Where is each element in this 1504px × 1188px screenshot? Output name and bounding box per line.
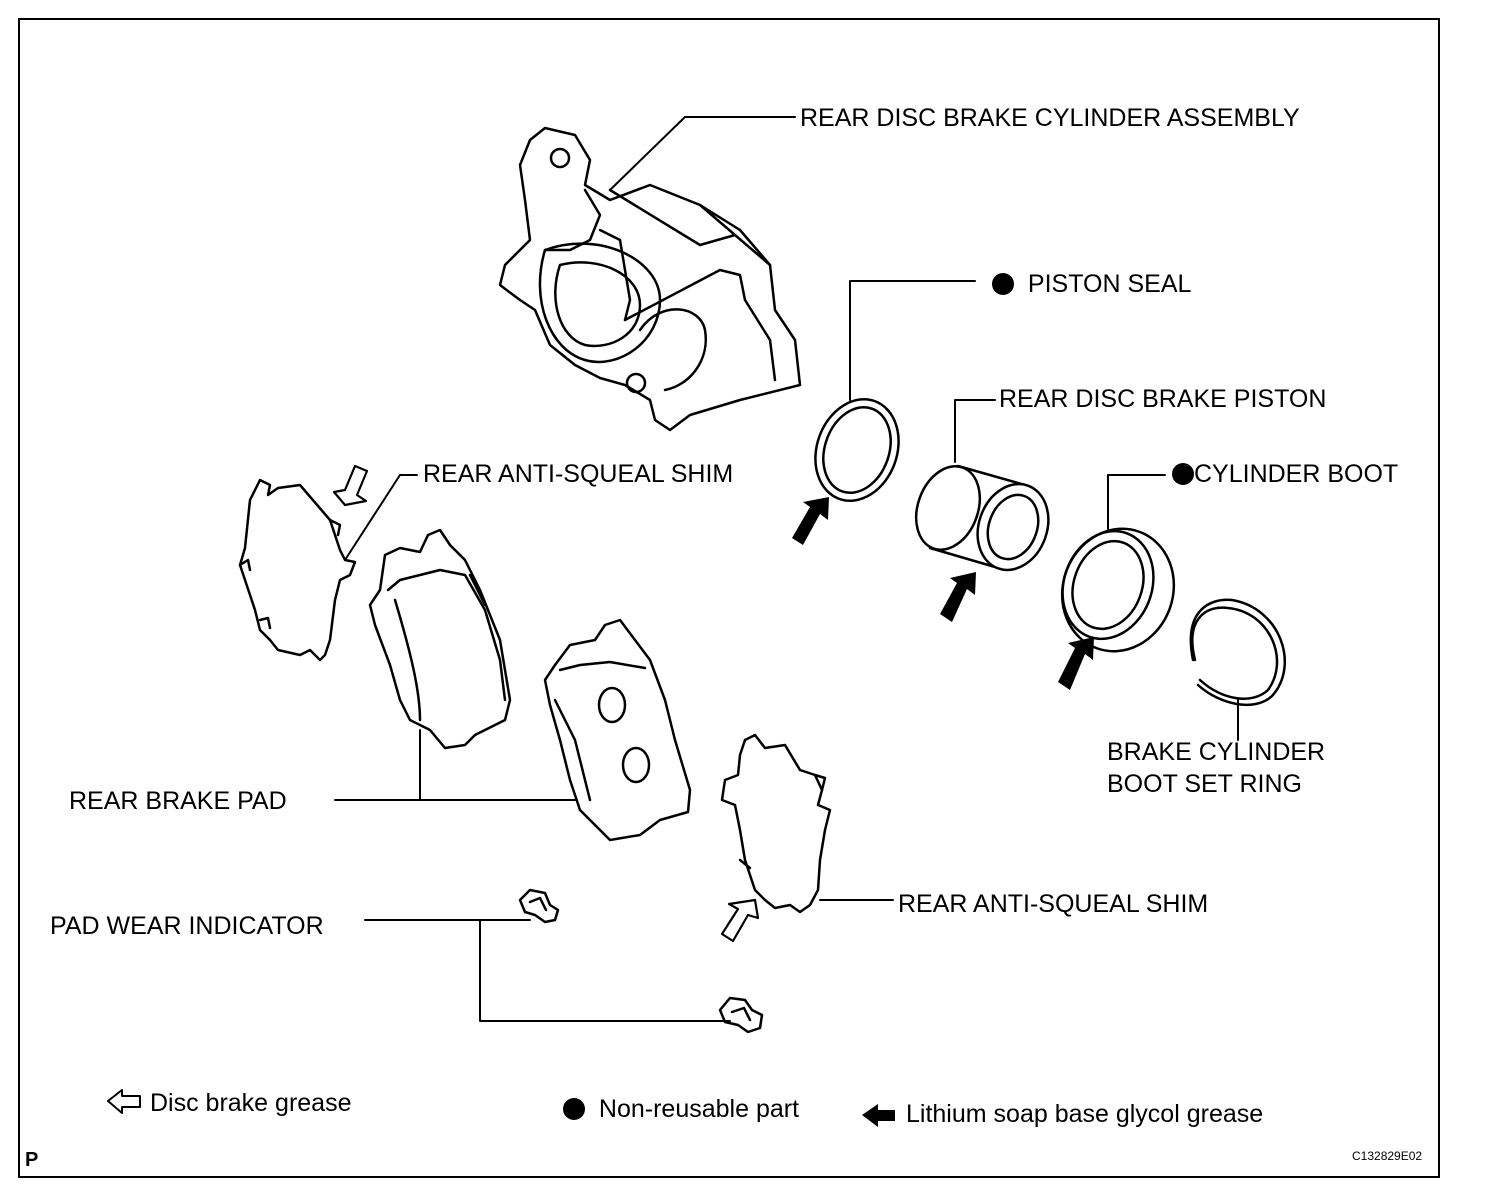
- shim-lower-label: REAR ANTI-SQUEAL SHIM: [898, 890, 1209, 918]
- non-reusable-dot-icon: [1172, 463, 1194, 485]
- leader-lines: [334, 116, 1239, 1022]
- disc-grease-arrow-lower: [720, 898, 760, 943]
- brake-pad-label: REAR BRAKE PAD: [69, 787, 287, 815]
- caliper-drawing: [498, 126, 802, 432]
- corner-mark: P: [25, 1149, 39, 1171]
- legend-non-reusable-label: Non-reusable part: [598, 1095, 800, 1123]
- brake-pad-inner-drawing: [368, 528, 512, 750]
- piston-seal-drawing: [814, 398, 900, 502]
- legend-non-reusable-group: Non-reusable part: [563, 1097, 799, 1122]
- caliper-label: REAR DISC BRAKE CYLINDER ASSEMBLY: [800, 104, 1300, 132]
- brake-pad-outer-drawing: [543, 618, 692, 842]
- legend-disc-grease-label: Disc brake grease: [150, 1089, 352, 1117]
- figure-code: C132829E02: [1352, 1149, 1423, 1163]
- cylinder-boot-drawing: [1060, 527, 1176, 653]
- wear-indicator-upper-drawing: [518, 888, 560, 924]
- legend-disc-grease-arrow-icon: [107, 1089, 141, 1114]
- piston-label: REAR DISC BRAKE PISTON: [999, 385, 1327, 413]
- diagram-frame: [18, 18, 1440, 1178]
- set-ring-label-line2: BOOT SET RING: [1107, 770, 1302, 798]
- legend-lithium-grease-label: Lithium soap base glycol grease: [906, 1100, 1264, 1128]
- wear-indicator-label: PAD WEAR INDICATOR: [50, 912, 324, 940]
- piston-seal-label-group: PISTON SEAL: [992, 272, 1191, 297]
- boot-set-ring-drawing: [1189, 598, 1287, 707]
- set-ring-label-line1: BRAKE CYLINDER: [1107, 738, 1326, 766]
- legend-lithium-grease-arrow-icon: [862, 1104, 895, 1127]
- cylinder-boot-label: CYLINDER BOOT: [1194, 460, 1399, 488]
- legend-non-reusable-dot-icon: [563, 1098, 585, 1120]
- piston-drawing: [914, 460, 1050, 572]
- lithium-grease-arrow-piston: [940, 572, 976, 622]
- piston-seal-label: PISTON SEAL: [1027, 270, 1192, 298]
- non-reusable-dot-icon: [992, 273, 1014, 295]
- disc-grease-arrow-upper: [332, 464, 369, 507]
- lithium-grease-arrow-boot: [1058, 637, 1094, 690]
- shim-lower-drawing: [720, 733, 832, 914]
- wear-indicator-lower-drawing: [718, 996, 764, 1034]
- shim-upper-drawing: [238, 478, 357, 662]
- lithium-grease-arrow-seal: [792, 497, 829, 545]
- cylinder-boot-label-group: CYLINDER BOOT: [1172, 462, 1398, 487]
- shim-upper-label: REAR ANTI-SQUEAL SHIM: [423, 460, 734, 488]
